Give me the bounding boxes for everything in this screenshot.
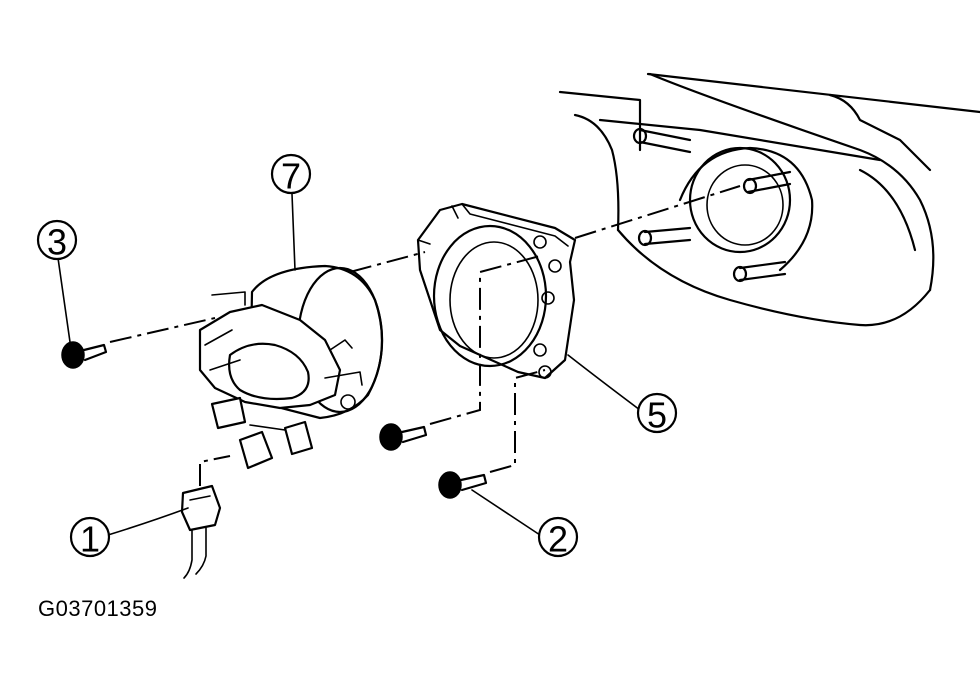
callout-3: 3 [36, 219, 78, 263]
callout-3-label: 3 [47, 222, 67, 263]
screw-lower-bracket [379, 423, 428, 451]
callout-1: 1 [69, 516, 111, 560]
fog-lamp-unit [198, 264, 384, 470]
screw-2 [438, 471, 488, 499]
callout-7-label: 7 [281, 156, 301, 197]
assembly-guide-lines [109, 185, 741, 486]
fog-lamp-bracket [416, 202, 577, 380]
callout-5-label: 5 [647, 395, 667, 436]
callout-2: 2 [537, 516, 579, 560]
leader-lines [57, 193, 641, 536]
vehicle-bumper-housing [558, 72, 980, 327]
callout-7: 7 [270, 153, 312, 197]
wiring-connector [180, 484, 222, 579]
screw-3 [61, 341, 108, 369]
figure-code: G03701359 [38, 596, 158, 621]
callout-5: 5 [636, 392, 678, 436]
callout-2-label: 2 [548, 519, 568, 560]
callout-1-label: 1 [80, 519, 100, 560]
